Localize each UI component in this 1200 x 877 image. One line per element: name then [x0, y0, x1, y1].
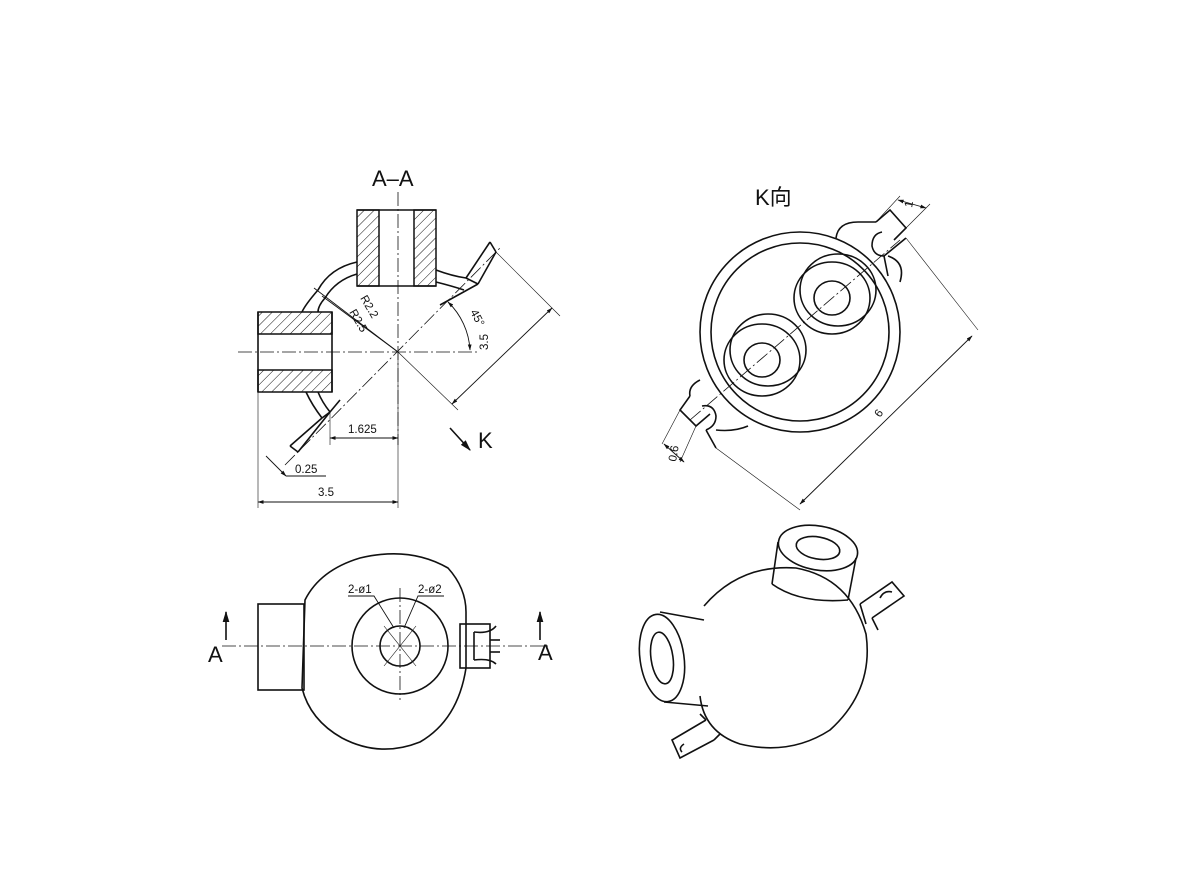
- hole-label-1: 2-ø1: [348, 584, 372, 596]
- dim-label-025: 0.25: [295, 464, 317, 476]
- k-dim-line-1: [897, 199, 927, 209]
- view-k-arrow-line: [449, 427, 471, 451]
- angle-label: 45°: [467, 308, 486, 329]
- k-dim-line-06: [663, 443, 685, 463]
- shell-lower-outer: [305, 391, 323, 419]
- shell-outer-arc: [301, 261, 358, 313]
- dim-label-diag-35: 3.5: [479, 334, 491, 350]
- shell-right-inner: [435, 281, 465, 291]
- k-diagonal-axis: [689, 239, 901, 421]
- upper-tab-plate: [439, 241, 497, 306]
- dim-label-width-35: 3.5: [318, 487, 334, 499]
- left-boss-section: [257, 311, 333, 393]
- dim-line-diag-35: [451, 307, 553, 405]
- front-left-boss: [257, 603, 305, 691]
- isometric-view: [638, 524, 906, 760]
- k-tab-upper: [835, 208, 908, 283]
- top-boss-section: [356, 209, 437, 287]
- iso-tab-upper: [859, 580, 906, 631]
- shell-lower-inner: [317, 391, 331, 413]
- section-mark-left: A: [208, 642, 223, 667]
- section-mark-right: A: [538, 640, 553, 665]
- k-dim-label-6: 6: [873, 408, 887, 420]
- hole-leader-2: [403, 595, 444, 629]
- section-title: A–A: [372, 166, 414, 191]
- k-dim-line-6: [799, 335, 973, 505]
- k-tab-lower: [678, 379, 749, 449]
- view-k: K向: [661, 185, 979, 511]
- radius-leader-r25: [313, 287, 399, 353]
- section-view-a-a: A–A: [238, 166, 561, 508]
- shell-right-top: [435, 269, 467, 279]
- diagonal-center-line: [284, 247, 501, 466]
- hole-leader-1: [348, 595, 395, 629]
- view-k-arrow-label: K: [478, 428, 493, 453]
- hole-label-2: 2-ø2: [418, 584, 442, 596]
- front-right-tab: [459, 623, 500, 669]
- view-k-title: K向: [755, 185, 792, 210]
- iso-top-boss: [771, 524, 859, 602]
- lower-tab-plate: [289, 399, 341, 453]
- iso-body: [699, 566, 868, 749]
- iso-tab-lower: [670, 713, 721, 760]
- k-outer-circle: [699, 231, 901, 433]
- k-boss-lower: [723, 313, 807, 397]
- k-dim-label-06: 0.6: [667, 445, 682, 463]
- dim-label-1625: 1.625: [348, 424, 377, 436]
- iso-left-boss: [638, 611, 709, 707]
- k-boss-upper: [793, 253, 877, 335]
- angle-arc: [447, 301, 472, 351]
- front-view: 2-ø1 2-ø2 A A: [208, 553, 553, 750]
- k-dim-label-1: 1: [903, 200, 916, 208]
